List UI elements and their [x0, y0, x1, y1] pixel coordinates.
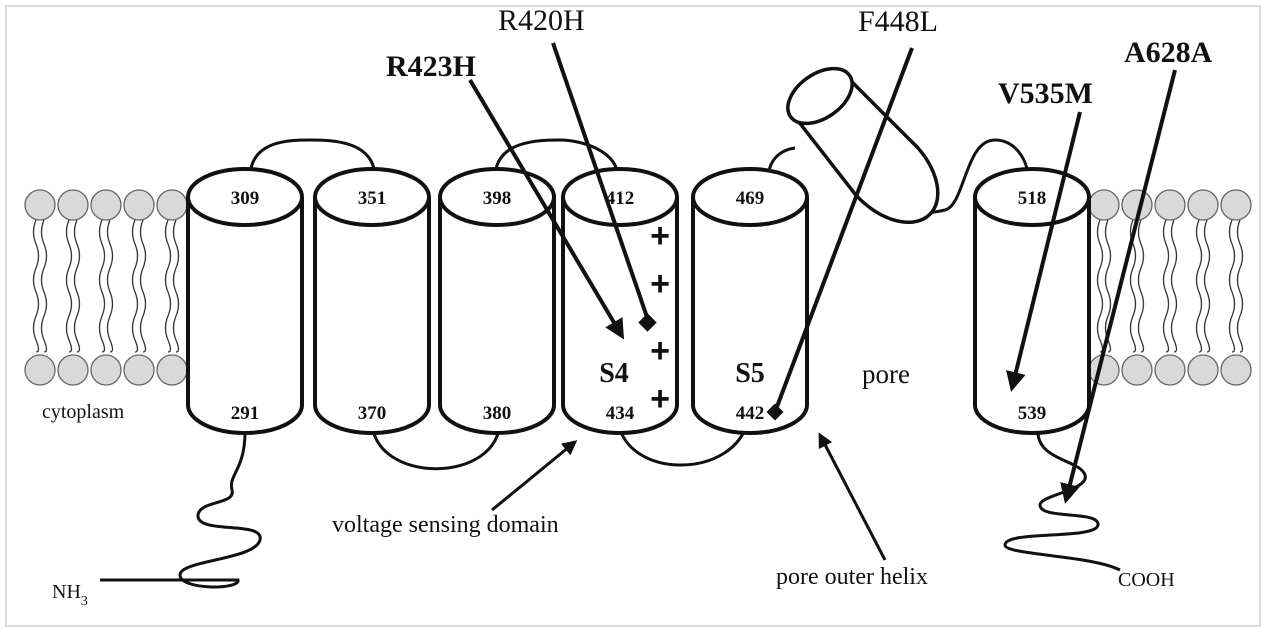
- helix-bottom-residue: 442: [736, 403, 765, 424]
- mutation-label-r420h: R420H: [498, 4, 585, 37]
- f448l-pointer: [773, 47, 914, 413]
- lipid-tail: [106, 219, 114, 353]
- helix-segment-4: 412 434 S4: [561, 167, 679, 435]
- n-terminus-label: NH3: [52, 581, 88, 609]
- lipid-head-inner: [123, 354, 155, 386]
- lipid-head-inner: [1220, 354, 1252, 386]
- positive-charge: +: [650, 217, 670, 255]
- pore-helix-cylinder: [786, 66, 940, 224]
- lipid-tail: [1203, 219, 1211, 353]
- connecting-loops: [100, 138, 1121, 589]
- pore-label: pore: [862, 359, 910, 389]
- lipid-tail: [1137, 219, 1145, 353]
- positive-charge: +: [650, 265, 670, 303]
- positive-charge: +: [650, 380, 670, 418]
- lipid-head-inner: [24, 354, 56, 386]
- lipid-head-outer: [90, 189, 122, 221]
- lipid-head-inner: [1187, 354, 1219, 386]
- lipid-tail: [1236, 219, 1244, 353]
- lipid-head-outer: [24, 189, 56, 221]
- positive-charge: +: [650, 332, 670, 370]
- lipid-head-outer: [1088, 189, 1120, 221]
- helix-bottom-residue: 539: [1018, 403, 1047, 424]
- lipid-head-outer: [156, 189, 188, 221]
- lipid-tail: [1096, 219, 1104, 353]
- lipid-head-outer: [57, 189, 89, 221]
- loop-s1-s2: [248, 138, 377, 179]
- lipid-head-outer: [1220, 189, 1252, 221]
- a628a-arrow: [1060, 69, 1177, 504]
- helix-bottom-residue: 291: [231, 403, 260, 424]
- lipid-tail: [73, 219, 81, 353]
- mutation-label-r423h: R423H: [386, 50, 476, 83]
- r420h-marker: [638, 313, 657, 332]
- lipid-tail: [172, 219, 180, 353]
- helix-segment-3: 398 380: [438, 167, 556, 435]
- r420h-pointer: [551, 42, 650, 321]
- helix-bottom-residue: 434: [606, 403, 635, 424]
- r423h-arrow: [468, 78, 625, 340]
- lipid-head-inner: [1121, 354, 1153, 386]
- f448l-marker: [766, 403, 784, 421]
- mutation-arrows: [468, 42, 1177, 561]
- lipid-head-inner: [57, 354, 89, 386]
- lipid-tail: [1195, 219, 1203, 353]
- helix-segment-2: 351 370: [313, 167, 431, 435]
- s4-positive-charges: + + + +: [650, 217, 670, 418]
- helix-top-residue: 398: [483, 188, 512, 209]
- mutation-label-f448l: F448L: [858, 5, 938, 38]
- cytoplasm-label: cytoplasm: [42, 401, 125, 423]
- helix-top-residue: 469: [736, 188, 765, 209]
- loop-s2-s3: [370, 419, 502, 471]
- v535m-arrow: [1006, 111, 1082, 392]
- lipid-head-outer: [1154, 189, 1186, 221]
- lipid-tail: [1228, 219, 1236, 353]
- lipid-head-outer: [1187, 189, 1219, 221]
- lipid-head-inner: [156, 354, 188, 386]
- mutation-label-v535m: V535M: [998, 77, 1093, 110]
- voltage-sensing-domain-arrow: [491, 440, 578, 512]
- helix-segment-1: 309 291: [186, 167, 304, 435]
- segment-label-s5: S5: [735, 358, 765, 389]
- loop-s3-s4: [493, 138, 620, 179]
- lipid-tail: [65, 219, 73, 353]
- helix-top-residue: 309: [231, 188, 260, 209]
- helix-top-residue: 412: [606, 188, 635, 209]
- lipid-head-inner: [1154, 354, 1186, 386]
- lipid-tail: [131, 219, 139, 353]
- loop-s4-s5: [616, 419, 750, 467]
- lipid-tail: [1162, 219, 1170, 353]
- pore-outer-helix-label: pore outer helix: [776, 564, 928, 590]
- helix-bottom-residue: 370: [358, 403, 387, 424]
- lipid-tail: [139, 219, 147, 353]
- lipid-tail: [32, 219, 40, 353]
- lipid-tail: [1129, 219, 1137, 353]
- lipid-tail: [40, 219, 48, 353]
- lipid-tail: [98, 219, 106, 353]
- pore-outer-helix-arrow: [818, 432, 887, 561]
- helix-segment-5: 469 442 S5: [691, 167, 809, 435]
- c-terminus-label: COOH: [1118, 569, 1175, 591]
- lipid-tail: [1170, 219, 1178, 353]
- lipid-bilayer-left: [24, 189, 188, 386]
- lipid-tail: [164, 219, 172, 353]
- c-terminus-tail: [1003, 431, 1121, 572]
- voltage-sensing-domain-label: voltage sensing domain: [332, 512, 559, 538]
- helix-bottom-residue: 380: [483, 403, 512, 424]
- segment-label-s4: S4: [599, 358, 629, 389]
- mutation-label-a628a: A628A: [1124, 36, 1213, 69]
- helix-top-residue: 518: [1018, 188, 1047, 209]
- lipid-head-inner: [90, 354, 122, 386]
- lipid-head-outer: [123, 189, 155, 221]
- helix-top-residue: 351: [358, 188, 387, 209]
- lipid-head-inner: [1088, 354, 1120, 386]
- n-terminus-tail: [100, 431, 262, 589]
